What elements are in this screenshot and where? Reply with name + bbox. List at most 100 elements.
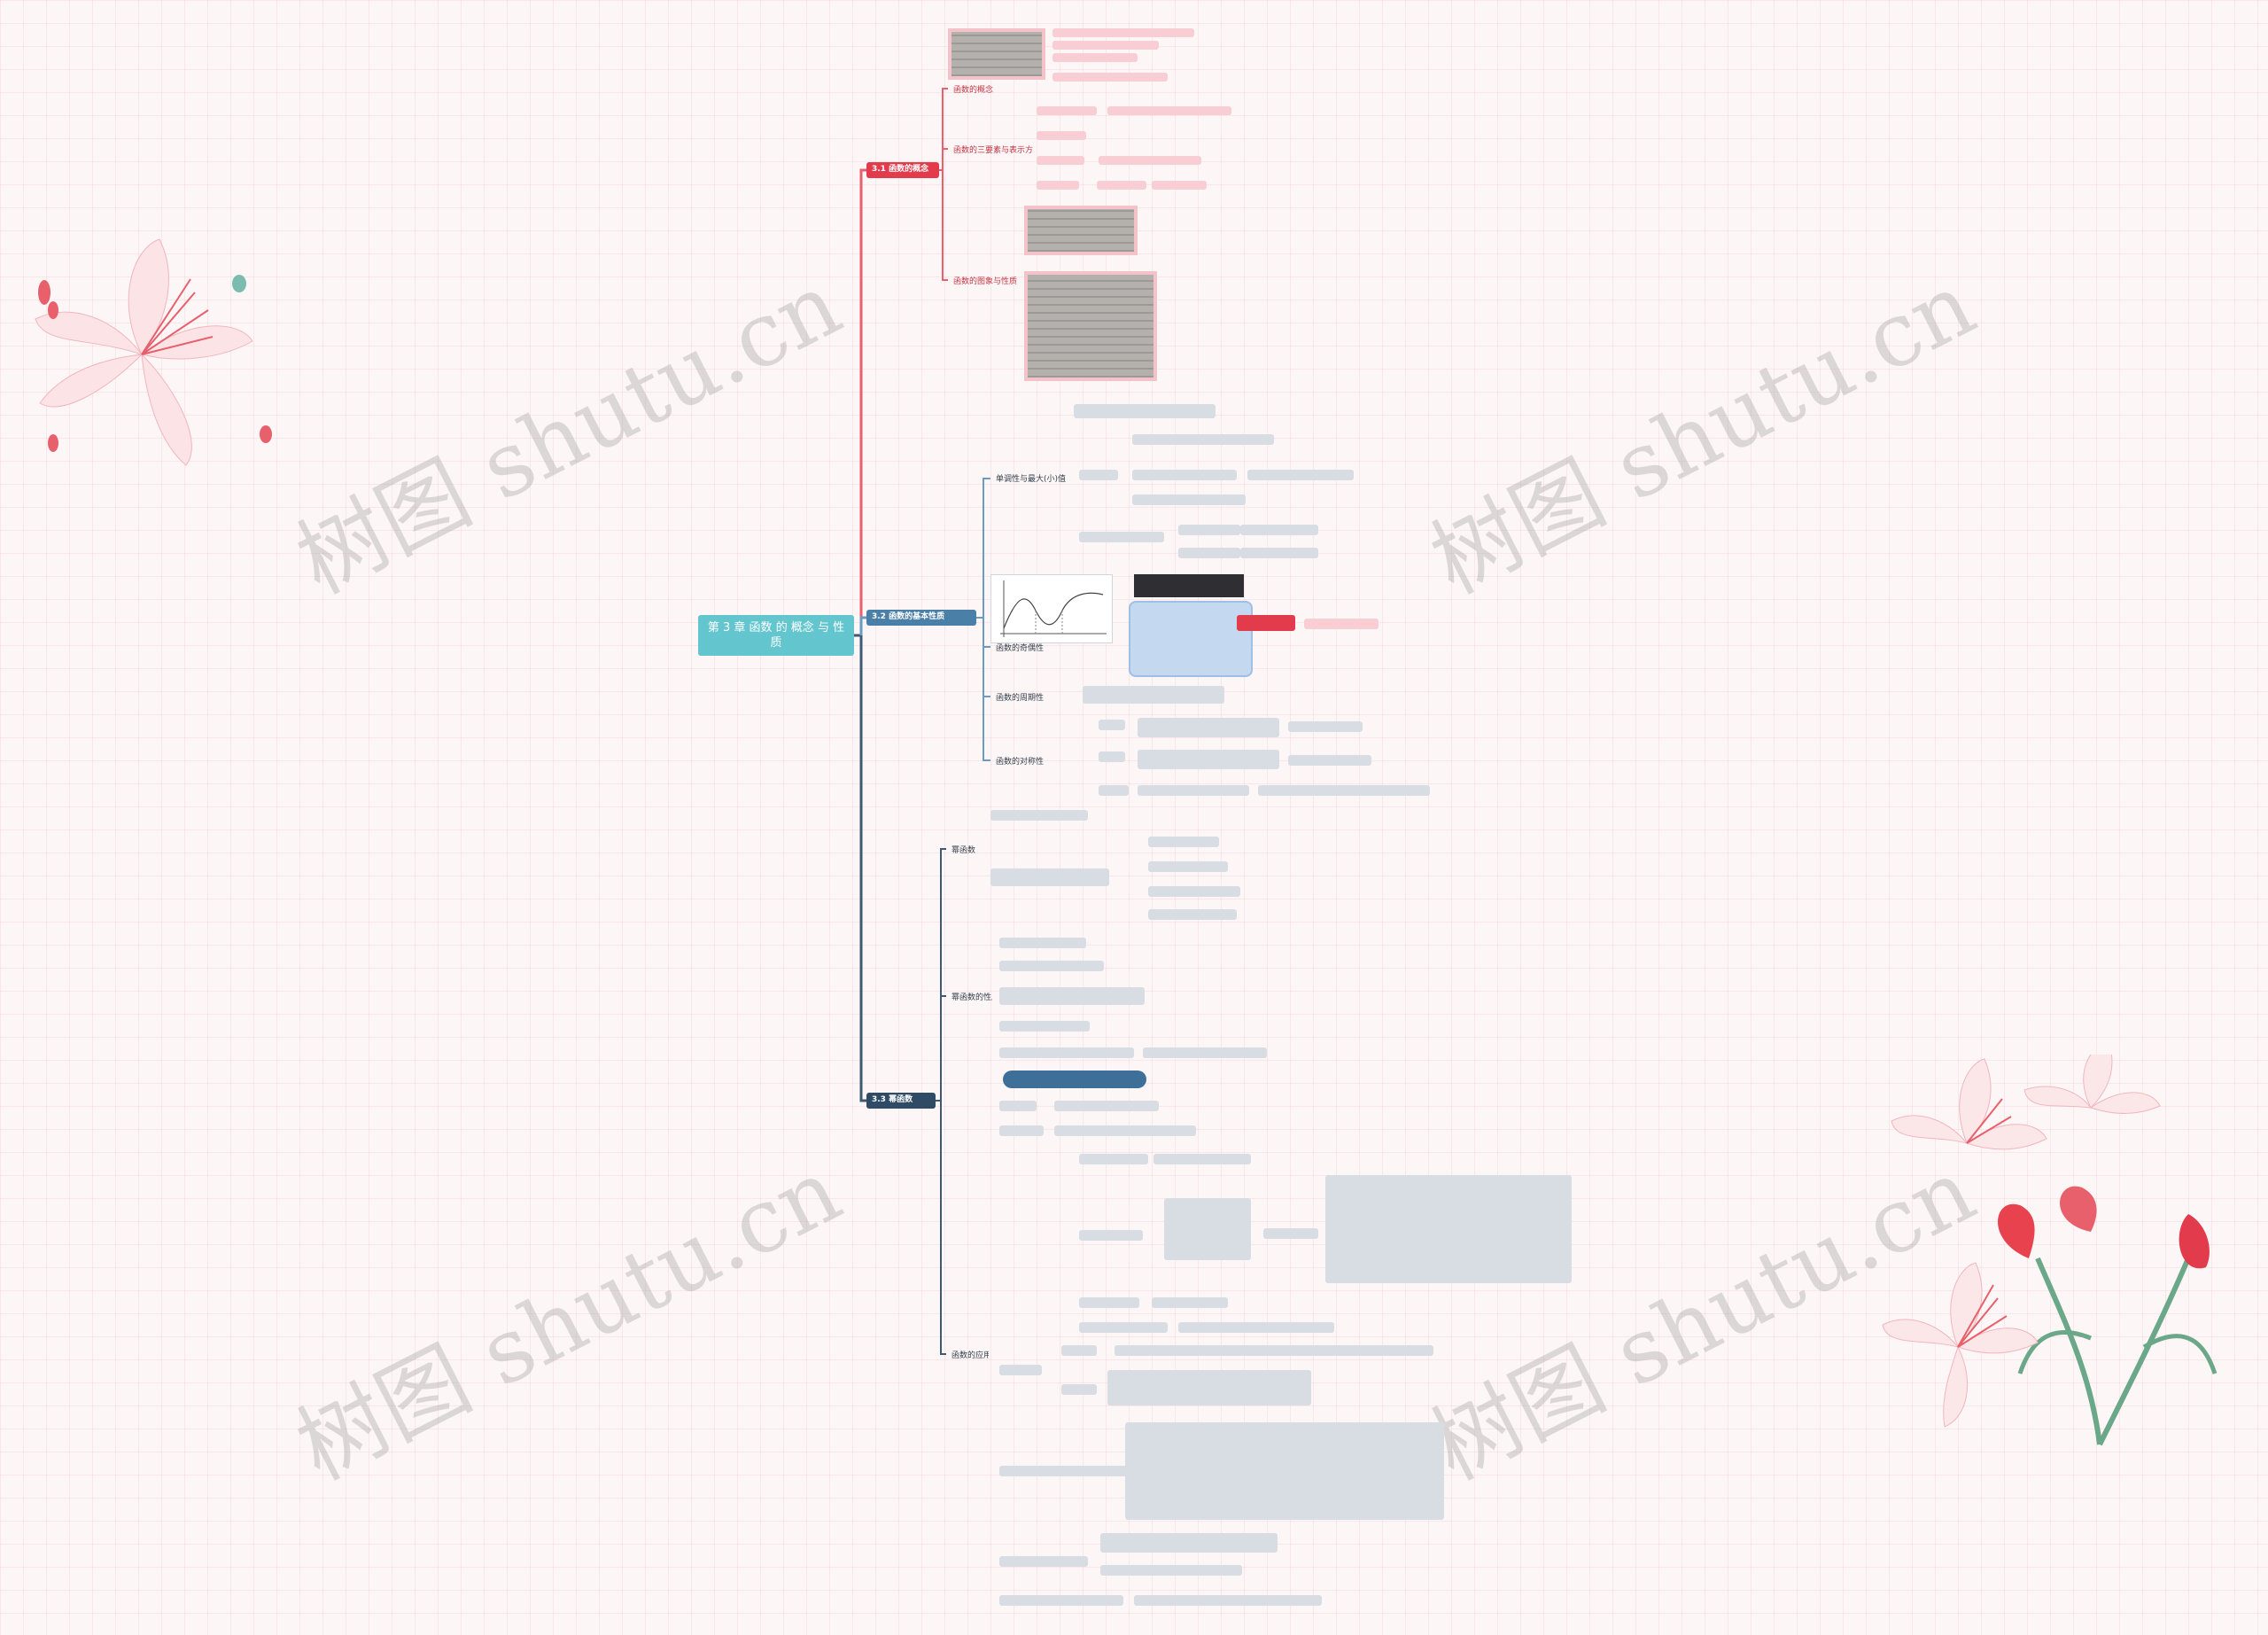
detail-node[interactable] [1148, 837, 1219, 847]
detail-node[interactable] [1061, 1384, 1097, 1395]
detail-node[interactable] [1037, 156, 1084, 165]
detail-node[interactable] [1061, 1345, 1097, 1356]
detail-node[interactable] [1099, 156, 1201, 165]
detail-node[interactable] [1100, 1533, 1278, 1553]
detail-node[interactable] [1247, 470, 1354, 480]
detail-node[interactable] [1152, 181, 1207, 190]
detail-node[interactable] [1138, 750, 1279, 769]
detail-node[interactable] [999, 1556, 1088, 1567]
detail-node[interactable] [999, 1021, 1090, 1032]
detail-node[interactable] [1054, 1101, 1159, 1111]
sub-topic[interactable]: 函数的应用 [951, 1351, 989, 1360]
detail-node[interactable] [1288, 755, 1371, 766]
detail-node[interactable] [1079, 1297, 1139, 1308]
connector [936, 848, 946, 1102]
lily-flower-icon [1882, 1055, 2218, 1446]
detail-node[interactable] [999, 1101, 1037, 1111]
note-block [1325, 1175, 1572, 1283]
root-topic[interactable]: 第 3 章 函数 的 概念 与 性质 [698, 615, 854, 656]
detail-node[interactable] [1148, 886, 1240, 897]
detail-node[interactable] [1240, 548, 1318, 558]
detail-node[interactable] [1079, 1230, 1143, 1241]
detail-node[interactable] [1037, 181, 1079, 190]
detail-node[interactable] [1148, 909, 1237, 920]
detail-node[interactable] [1079, 470, 1118, 480]
detail-node[interactable] [1153, 1154, 1251, 1164]
detail-node[interactable] [1178, 1322, 1334, 1333]
detail-node[interactable] [1074, 404, 1216, 418]
detail-node[interactable] [1178, 525, 1240, 535]
sub-topic[interactable]: 函数的三要素与表示方法 [953, 146, 1033, 155]
branch-function-concept[interactable]: 3.1 函数的概念 [866, 162, 939, 178]
connector [942, 148, 948, 170]
detail-node[interactable] [1054, 1125, 1196, 1136]
detail-node[interactable] [1263, 1228, 1318, 1239]
sub-topic[interactable]: 单调性与最大(小)值 [996, 475, 1067, 484]
detail-node[interactable] [999, 961, 1104, 971]
detail-node[interactable] [1132, 494, 1246, 505]
detail-node[interactable] [990, 810, 1088, 821]
pill-node[interactable] [1003, 1071, 1146, 1088]
function-graph-image [990, 574, 1113, 643]
detail-node[interactable] [1099, 720, 1125, 730]
connector [859, 616, 866, 635]
detail-node[interactable] [1099, 751, 1125, 762]
detail-node[interactable] [1052, 28, 1194, 37]
note-block [1164, 1198, 1251, 1260]
detail-node[interactable] [1240, 525, 1318, 535]
detail-node[interactable] [1083, 686, 1224, 704]
detail-node[interactable] [999, 987, 1145, 1005]
branch-power-function[interactable]: 3.3 幂函数 [866, 1093, 936, 1109]
detail-node[interactable] [999, 1047, 1134, 1058]
sub-topic[interactable]: 函数的周期性 [996, 694, 1045, 703]
detail-node[interactable] [1178, 548, 1240, 558]
connector [942, 170, 948, 281]
detail-node[interactable] [1037, 106, 1097, 115]
highlight-node[interactable] [1237, 615, 1295, 631]
detail-node[interactable] [999, 1125, 1044, 1136]
detail-node[interactable] [999, 1466, 1132, 1476]
detail-node[interactable] [1037, 131, 1086, 140]
detail-node[interactable] [1115, 1345, 1433, 1356]
detail-node[interactable] [999, 938, 1086, 948]
detail-node[interactable] [1148, 861, 1228, 872]
detail-node[interactable] [1143, 1047, 1267, 1058]
connector [976, 478, 990, 619]
detail-node[interactable] [1100, 1565, 1242, 1576]
detail-node[interactable] [1079, 1322, 1168, 1333]
detail-node[interactable] [1258, 785, 1430, 796]
sub-topic[interactable]: 函数的概念 [953, 86, 994, 95]
detail-node[interactable] [999, 1595, 1123, 1606]
detail-node[interactable] [1052, 41, 1159, 50]
connector [983, 618, 990, 648]
detail-node[interactable] [1052, 53, 1138, 62]
detail-node[interactable] [1052, 73, 1168, 82]
sub-topic[interactable]: 函数的对称性 [996, 758, 1045, 767]
detail-node[interactable] [1134, 1595, 1322, 1606]
detail-node[interactable] [1138, 718, 1279, 737]
detail-node[interactable] [1099, 785, 1129, 796]
detail-node[interactable] [1107, 106, 1231, 115]
sub-topic[interactable]: 幂函数的性质 [951, 993, 992, 1002]
detail-node[interactable] [1288, 721, 1363, 732]
sub-topic[interactable]: 幂函数 [951, 846, 976, 855]
detail-node[interactable] [1138, 785, 1249, 796]
connector [859, 168, 866, 635]
branch-basic-properties[interactable]: 3.2 函数的基本性质 [866, 610, 976, 626]
sub-topic[interactable]: 函数的图象与性质 [953, 277, 1017, 286]
detail-node[interactable] [999, 1365, 1042, 1375]
detail-node[interactable] [1132, 434, 1274, 445]
detail-node[interactable] [990, 868, 1109, 886]
sub-topic[interactable]: 函数的奇偶性 [996, 644, 1045, 653]
detail-node[interactable] [1304, 619, 1379, 629]
formula-photo [1024, 206, 1138, 255]
lily-flower-icon [35, 238, 272, 466]
detail-node[interactable] [1079, 1154, 1148, 1164]
detail-node[interactable] [1107, 1370, 1311, 1405]
detail-node[interactable] [1097, 181, 1146, 190]
detail-node[interactable] [1132, 470, 1237, 480]
detail-node[interactable] [1152, 1297, 1228, 1308]
detail-node[interactable] [1079, 532, 1164, 542]
